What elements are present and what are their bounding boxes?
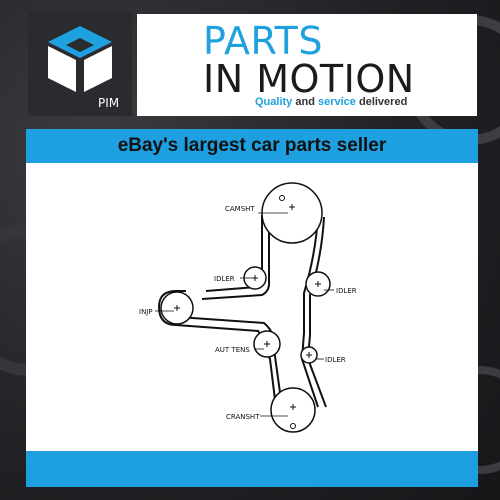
banner-top: eBay's largest car parts seller bbox=[26, 129, 478, 163]
tagline-delivered: delivered bbox=[358, 96, 408, 108]
idler-pulley-2 bbox=[305, 271, 331, 297]
tagline-quality: Quality bbox=[255, 96, 293, 108]
label-idler-1: IDLER bbox=[214, 275, 235, 283]
brand-title-line2: IN MOTION bbox=[203, 57, 415, 101]
camshaft-pulley bbox=[261, 182, 323, 244]
brand-header: PARTS IN MOTION Quality and service deli… bbox=[137, 14, 477, 116]
pim-logo[interactable]: PIM bbox=[28, 12, 132, 116]
injection-pump-pulley bbox=[160, 291, 194, 325]
crankshaft-pulley bbox=[270, 387, 316, 433]
timing-belt-diagram: CAMSHT IDLER IDLER INJP AUT TENS IDLER C… bbox=[139, 182, 357, 433]
leader-lines bbox=[155, 212, 334, 417]
label-auto-tensioner: AUT TENS bbox=[215, 346, 250, 354]
tagline-and: and bbox=[295, 96, 315, 108]
auto-tensioner-pulley bbox=[253, 330, 281, 358]
label-injection-pump: INJP bbox=[139, 308, 153, 316]
banner-title: eBay's largest car parts seller bbox=[117, 135, 387, 156]
brand-title-line1: PARTS bbox=[203, 19, 323, 63]
label-camshaft: CAMSHT bbox=[225, 205, 255, 213]
label-crankshaft: CRANSHT bbox=[226, 413, 260, 421]
label-idler-2: IDLER bbox=[336, 287, 357, 295]
brand-tagline: Quality and service delivered bbox=[255, 96, 407, 108]
banner-bottom bbox=[26, 451, 478, 487]
tagline-service: service bbox=[317, 96, 356, 108]
cube-logo-icon bbox=[48, 26, 112, 92]
label-idler-3: IDLER bbox=[325, 356, 346, 364]
pim-logo-text: PIM bbox=[98, 96, 120, 110]
idler-pulley-3 bbox=[300, 346, 318, 364]
product-card: eBay's largest car parts seller bbox=[26, 129, 478, 487]
